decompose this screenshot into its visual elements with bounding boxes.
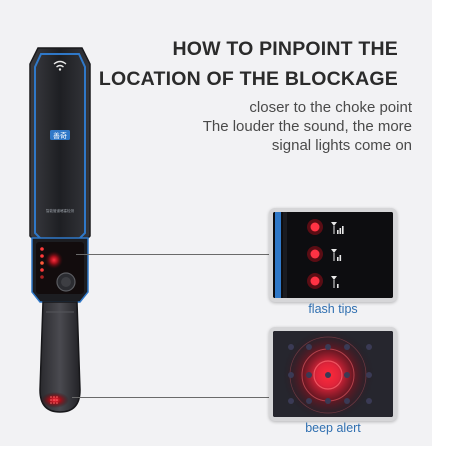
speaker-holes (288, 344, 372, 404)
signal-strength-icon (331, 222, 344, 288)
device-brand-label: 善奇 (53, 131, 67, 140)
headline: HOW TO PINPOINT THE LOCATION OF THE BLOC… (99, 34, 398, 94)
headline-line-1: HOW TO PINPOINT THE (172, 38, 398, 60)
flash-tips-panel (269, 208, 397, 302)
flash-tips-caption: flash tips (308, 302, 358, 316)
beep-callout-line (72, 397, 274, 398)
beep-alert-panel (269, 327, 397, 421)
flash-led-indicators (307, 219, 323, 289)
led-light-icon (40, 247, 44, 279)
description-line-2: The louder the sound, the more (202, 118, 412, 135)
device-small-text: 智能管道堵塞检测 (46, 208, 74, 213)
product-info-panel: HOW TO PINPOINT THE LOCATION OF THE BLOC… (0, 0, 432, 446)
flash-callout-line (76, 254, 274, 255)
description: closer to the choke point The louder the… (203, 98, 412, 155)
description-line-1: closer to the choke point (249, 99, 412, 116)
description-line-3: signal lights come on (271, 137, 412, 154)
beep-alert-caption: beep alert (305, 421, 361, 435)
headline-line-2: LOCATION OF THE BLOCKAGE (98, 68, 398, 90)
wifi-icon (53, 60, 67, 71)
detector-device-image: 善奇 智能管道堵塞检测 (10, 40, 110, 430)
